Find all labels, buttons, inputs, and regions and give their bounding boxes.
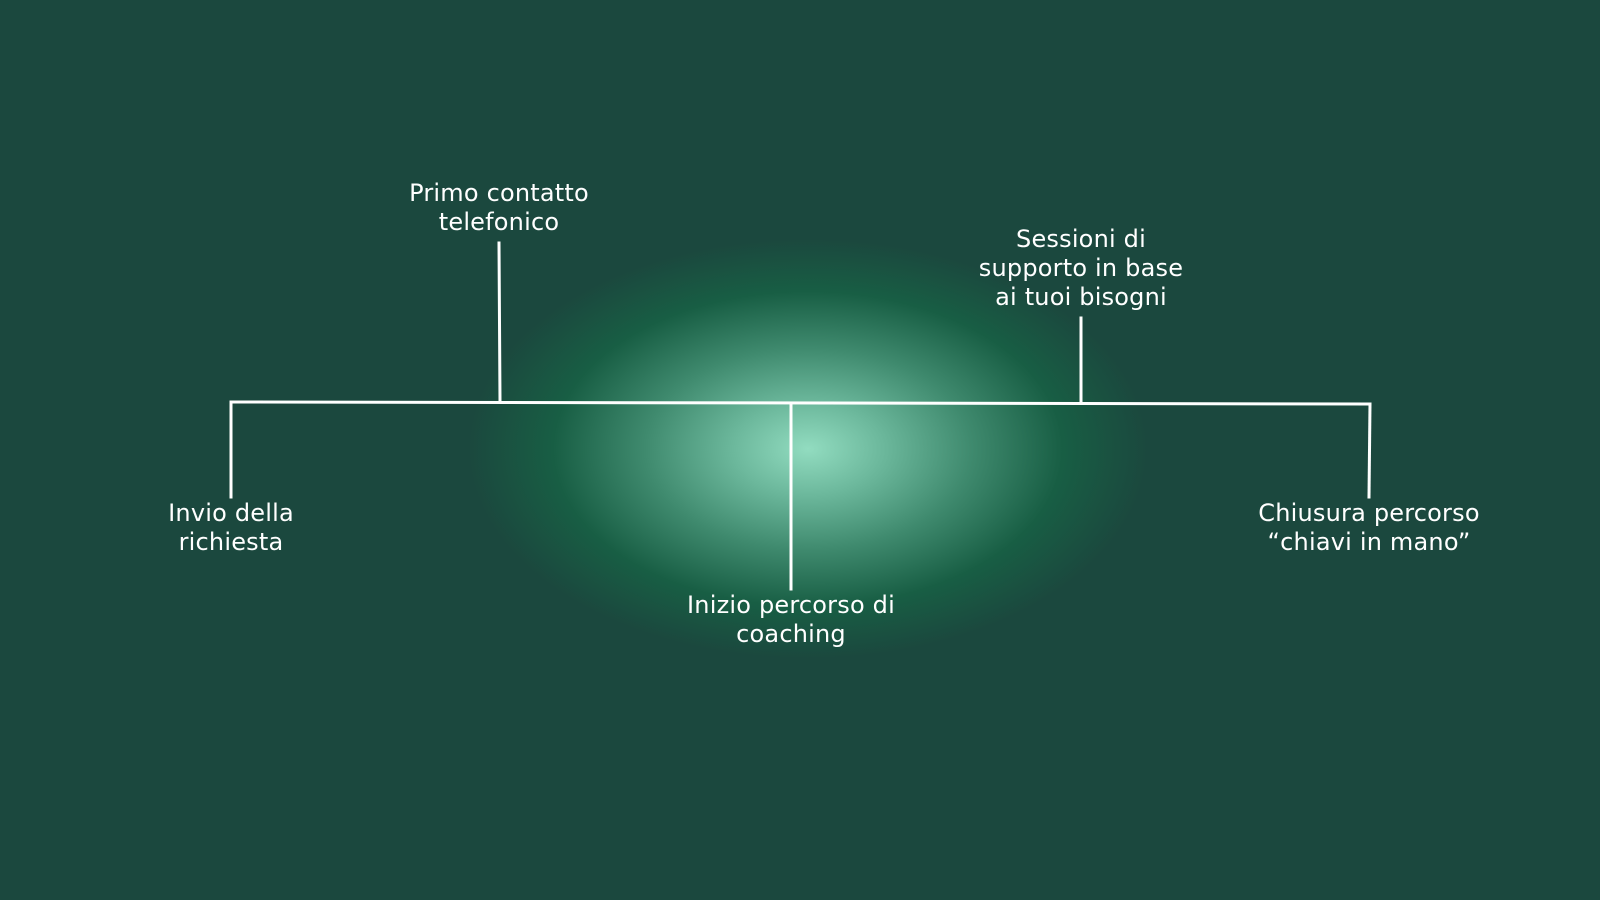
step-primo-label: Primo contatto telefonico: [409, 179, 589, 237]
step-invio-label: Invio della richiesta: [168, 499, 294, 557]
step-sessioni-label: Sessioni di supporto in base ai tuoi bis…: [979, 225, 1183, 312]
step-label-line: richiesta: [178, 528, 284, 556]
step-label-line: ai tuoi bisogni: [995, 283, 1167, 311]
step-label-line: coaching: [736, 620, 846, 648]
connector-chiusura: [1367, 402, 1372, 499]
step-label-line: telefonico: [438, 208, 560, 236]
step-label-line: supporto in base: [978, 254, 1184, 282]
step-label-line: Primo contatto: [409, 179, 589, 207]
connector-primo: [497, 241, 502, 403]
timeline-main-line: [229, 400, 1372, 406]
step-inizio-label: Inizio percorso di coaching: [687, 591, 895, 649]
step-label-line: Inizio percorso di: [687, 591, 895, 619]
step-label-line: Invio della: [168, 499, 294, 527]
step-label-line: Sessioni di: [1016, 225, 1146, 253]
step-chiusura-label: Chiusura percorso “chiavi in mano”: [1258, 499, 1479, 557]
step-label-line: “chiavi in mano”: [1267, 528, 1471, 556]
step-label-line: Chiusura percorso: [1258, 499, 1480, 527]
